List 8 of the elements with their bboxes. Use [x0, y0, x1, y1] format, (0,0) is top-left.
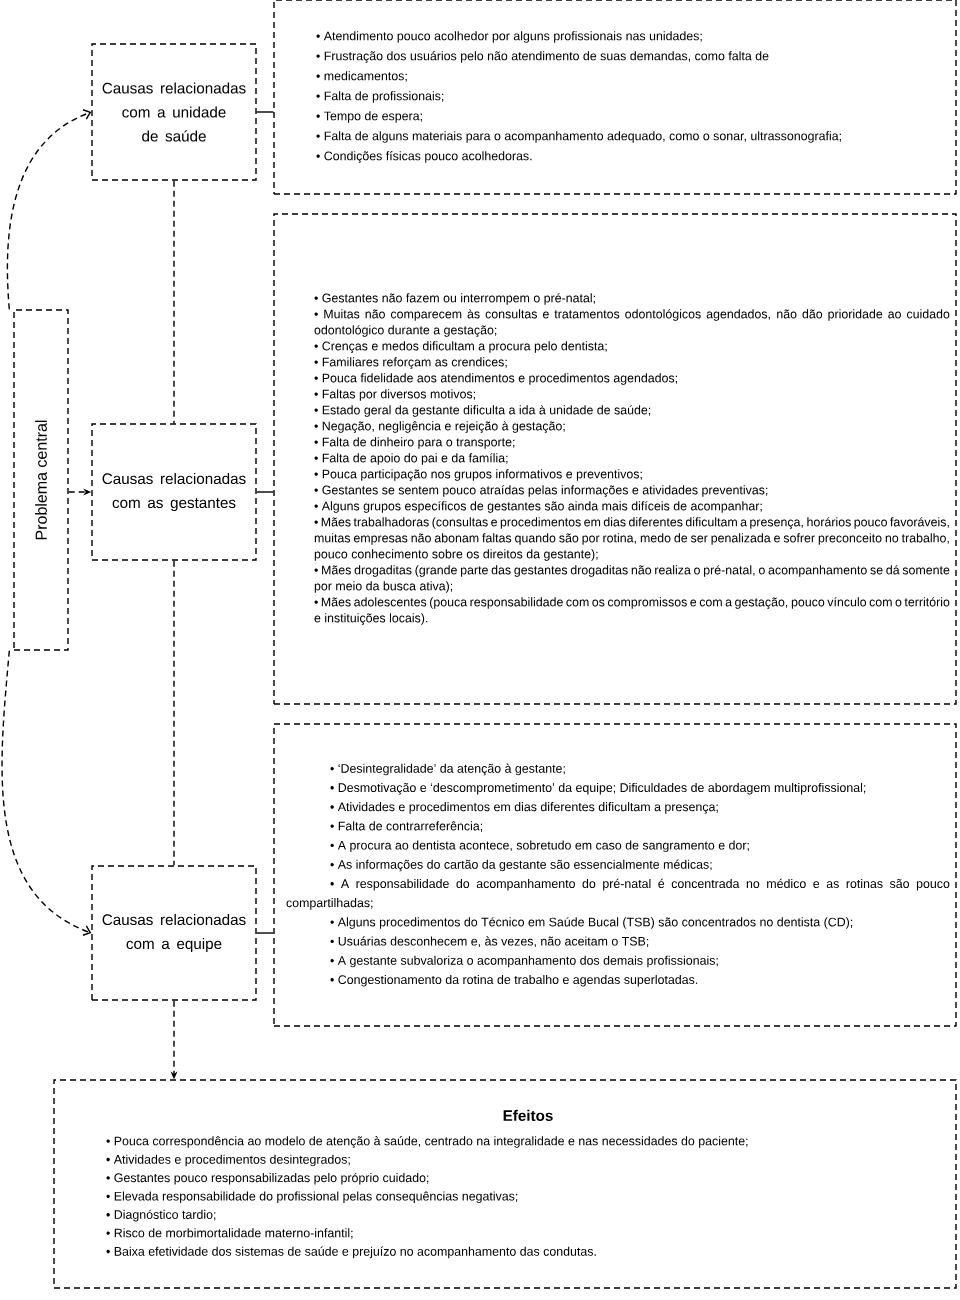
connector [1, 650, 92, 936]
problem-box: Problema central [13, 309, 69, 651]
connector [173, 560, 175, 866]
connector [173, 180, 175, 424]
connector [256, 491, 274, 493]
connector [6, 109, 92, 310]
connector [256, 111, 274, 113]
connector [256, 932, 274, 934]
